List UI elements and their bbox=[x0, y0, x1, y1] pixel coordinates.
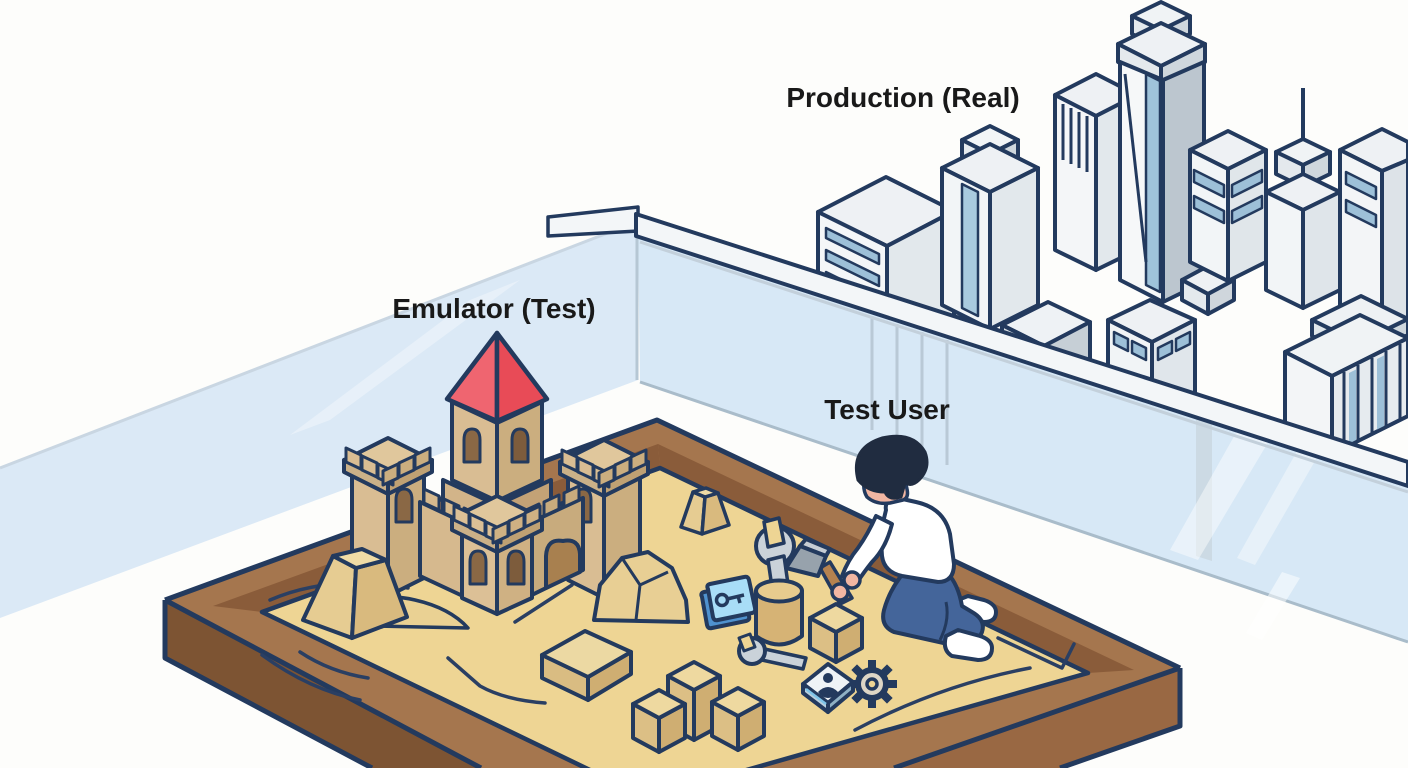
sand-castle bbox=[342, 330, 650, 616]
sand-slab-block bbox=[540, 629, 633, 702]
flat-wrench bbox=[737, 632, 808, 671]
label-production: Production (Real) bbox=[786, 82, 1019, 113]
glass-panel-right bbox=[638, 238, 1408, 642]
label-test-user: Test User bbox=[824, 394, 950, 425]
sand-block-hammered bbox=[808, 602, 864, 664]
sand-rock-mound bbox=[592, 550, 690, 624]
castle-turret-front bbox=[450, 494, 544, 616]
castle-window bbox=[510, 427, 530, 464]
wrench-jaw-slot bbox=[737, 632, 757, 653]
sand-frustum-small bbox=[679, 486, 731, 536]
castle-gate bbox=[544, 538, 582, 590]
glass-reflection-left bbox=[290, 280, 520, 435]
castle-roof-right bbox=[494, 330, 550, 424]
building-striped bbox=[1188, 129, 1268, 283]
label-emulator: Emulator (Test) bbox=[392, 293, 595, 324]
test-user-figure bbox=[784, 434, 998, 662]
barrier-rail bbox=[634, 212, 1408, 488]
castle-window bbox=[506, 549, 526, 586]
castle-window bbox=[462, 427, 482, 464]
sand-cube-right bbox=[710, 686, 766, 752]
sand-frustum-large bbox=[301, 547, 409, 640]
sand-blocks bbox=[540, 602, 864, 754]
tools bbox=[699, 516, 897, 714]
glass-reflections-right bbox=[870, 316, 1330, 640]
shoe bbox=[942, 628, 994, 662]
person-icon bbox=[818, 673, 838, 698]
sand-cube-left bbox=[631, 688, 687, 754]
gear-icon bbox=[847, 660, 897, 708]
hand bbox=[830, 582, 850, 602]
keycard bbox=[699, 574, 758, 631]
pants-fold bbox=[938, 601, 949, 641]
hair bbox=[855, 434, 929, 500]
glass-panel-left bbox=[0, 222, 638, 618]
user-badge-tile bbox=[801, 662, 855, 714]
sand-cylinder bbox=[754, 578, 804, 647]
castle-window bbox=[394, 487, 414, 524]
hand bbox=[842, 570, 862, 590]
key-icon bbox=[714, 592, 745, 608]
rail-shadow bbox=[639, 240, 1408, 494]
glass-barrier bbox=[0, 205, 1408, 644]
sand-texture-lines bbox=[260, 581, 1076, 732]
wrench-jaw-slot bbox=[762, 516, 786, 549]
hammer-head bbox=[784, 544, 828, 578]
castle-window bbox=[468, 549, 488, 586]
sand-mounds bbox=[301, 486, 731, 640]
standing-wrench bbox=[754, 516, 804, 647]
